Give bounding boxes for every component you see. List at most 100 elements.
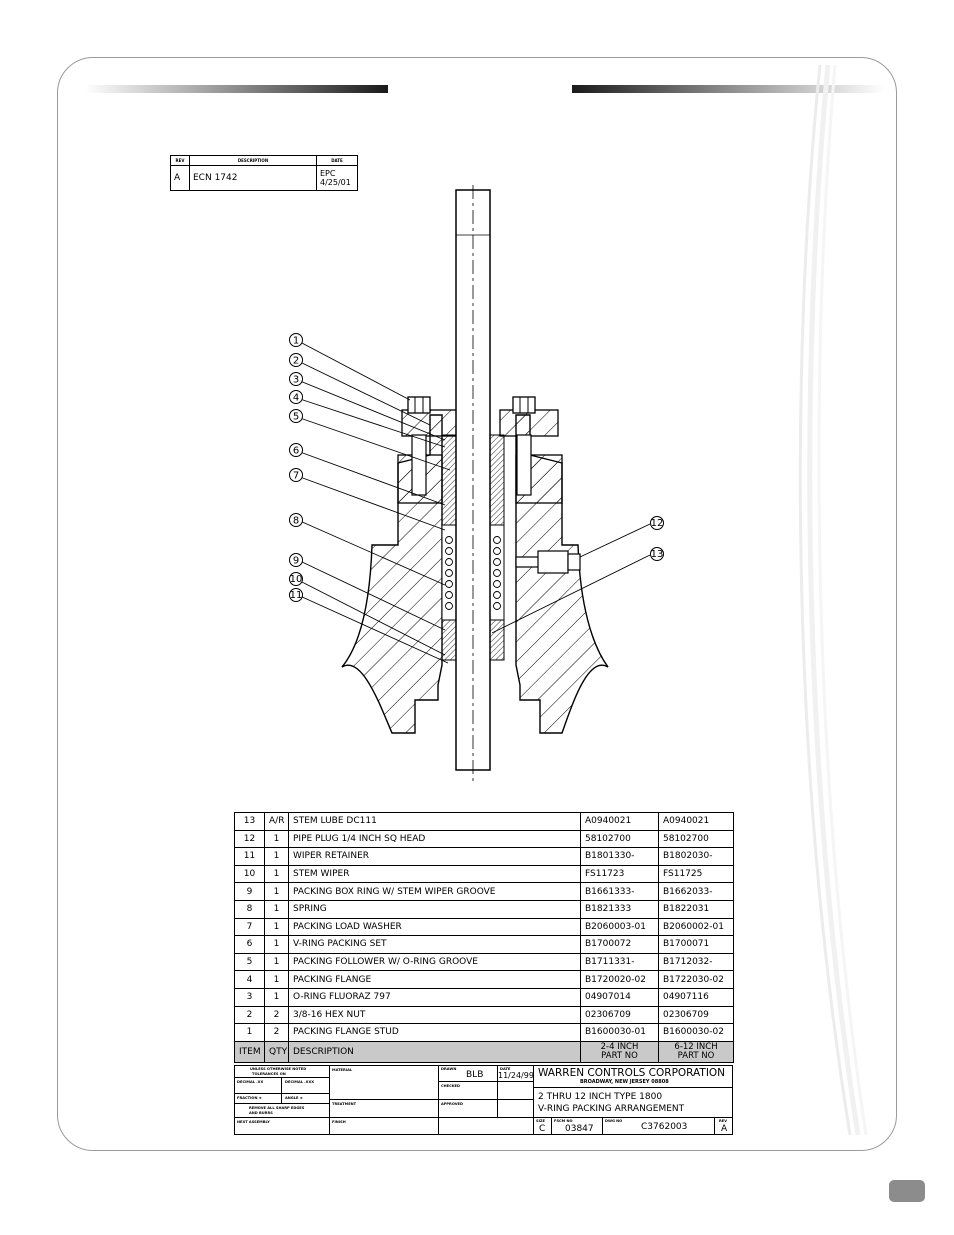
- row-item: 6: [234, 935, 265, 954]
- balloon-13: 13: [651, 549, 664, 560]
- row-qty: 1: [264, 987, 289, 1007]
- drawing-title-2: V-RING PACKING ARRANGEMENT: [538, 1104, 685, 1114]
- row-part-no-6-12: B1600030-02: [658, 1023, 734, 1042]
- dwg-label: DWG NO: [605, 1119, 623, 1123]
- row-qty: 1: [264, 829, 289, 849]
- row-item: 10: [234, 864, 265, 884]
- row-part-no-2-4: 02306709: [580, 1005, 659, 1025]
- row-description: STEM LUBE DC111: [288, 812, 581, 831]
- row-description: WIPER RETAINER: [288, 847, 581, 866]
- title-block: UNLESS OTHERWISE NOTED TOLERANCES ON DEC…: [234, 1065, 733, 1135]
- row-description: V-RING PACKING SET: [288, 935, 581, 954]
- drawing-title-1: 2 THRU 12 INCH TYPE 1800: [538, 1092, 663, 1102]
- row-part-no-2-4: B2060003-01: [580, 917, 659, 937]
- row-part-no-6-12: 58102700: [658, 829, 734, 849]
- balloon-9: 9: [293, 556, 299, 567]
- drawn-date: 11/24/99: [498, 1071, 534, 1080]
- dwg-number: C3762003: [641, 1122, 688, 1132]
- rev-description: ECN 1742: [189, 165, 317, 191]
- balloon-11: 11: [290, 590, 303, 601]
- row-description: SPRING: [288, 899, 581, 919]
- row-item: 5: [234, 952, 265, 972]
- row-part-no-6-12: B1712032-: [658, 952, 734, 972]
- company-name: WARREN CONTROLS CORPORATION: [538, 1067, 726, 1079]
- tol-header-2: TOLERANCES ON: [252, 1072, 286, 1076]
- decimal-xx: DECIMAL .XX: [237, 1080, 264, 1084]
- row-qty: 1: [264, 935, 289, 954]
- row-part-no-6-12: B1822031: [658, 899, 734, 919]
- fscm-value: 03847: [565, 1124, 594, 1134]
- size-value: C: [539, 1124, 546, 1134]
- row-part-no-2-4: B1700072: [580, 935, 659, 954]
- balloon-4: 4: [293, 393, 299, 404]
- row-part-no-2-4: B1661333-: [580, 882, 659, 901]
- balloon-3: 3: [293, 375, 299, 386]
- row-item: 9: [234, 882, 265, 901]
- row-part-no-2-4: A0940021: [580, 812, 659, 831]
- balloon-1: 1: [293, 336, 299, 347]
- finish-label: FINISH: [332, 1120, 346, 1124]
- row-description: STEM WIPER: [288, 864, 581, 884]
- drawn-label: DRAWN: [441, 1067, 457, 1071]
- row-part-no-2-4: B1821333: [580, 899, 659, 919]
- header-qty: QTY: [264, 1040, 289, 1063]
- remove-edges-2: AND BURRS: [249, 1111, 273, 1115]
- balloon-10: 10: [290, 574, 303, 585]
- row-qty: 1: [264, 970, 289, 989]
- row-qty: 1: [264, 864, 289, 884]
- decorative-swoosh: [798, 64, 868, 1136]
- description-header: DESCRIPTION: [189, 155, 317, 166]
- header-pn2-line2: PART NO: [677, 1050, 715, 1061]
- header-description: DESCRIPTION: [288, 1040, 581, 1063]
- balloon-7: 7: [293, 471, 299, 482]
- balloon-group: 1 2 3 4 5 6 7 8 9 10 11 12 13: [289, 333, 664, 602]
- row-qty: 1: [264, 917, 289, 937]
- balloon-6: 6: [293, 446, 299, 457]
- header-pn1-line2: PART NO: [601, 1050, 638, 1061]
- row-item: 1: [234, 1023, 265, 1042]
- balloon-8: 8: [293, 516, 299, 527]
- rev-value: A: [170, 165, 190, 191]
- row-part-no-6-12: B1722030-02: [658, 970, 734, 989]
- rev-label: REV: [719, 1119, 728, 1123]
- decimal-xxx: DECIMAL .XXX: [285, 1080, 314, 1084]
- material-label: MATERIAL: [332, 1068, 353, 1072]
- row-part-no-2-4: B1600030-01: [580, 1023, 659, 1042]
- row-qty: 1: [264, 899, 289, 919]
- row-description: PACKING FLANGE STUD: [288, 1023, 581, 1042]
- row-description: PACKING LOAD WASHER: [288, 917, 581, 937]
- balloon-12: 12: [651, 518, 664, 529]
- date-header: DATE: [316, 155, 358, 166]
- drawn-by: BLB: [466, 1070, 484, 1080]
- page-number-tab: [889, 1180, 925, 1202]
- size-label: SIZE: [536, 1119, 545, 1123]
- rev-date-line1: EPC: [320, 169, 336, 178]
- row-description: 3/8-16 HEX NUT: [288, 1005, 581, 1025]
- rev-value-tb: A: [721, 1124, 728, 1134]
- header-pn1-line1: 2-4 INCH: [600, 1041, 639, 1052]
- header-item: ITEM: [234, 1040, 265, 1063]
- row-part-no-6-12: 02306709: [658, 1005, 734, 1025]
- angle: ANGLE ±: [285, 1096, 303, 1100]
- approved-label: APPROVED: [441, 1102, 463, 1106]
- date-label: DATE: [500, 1067, 511, 1071]
- row-part-no-6-12: B1662033-: [658, 882, 734, 901]
- next-assembly: NEXT ASSEMBLY: [237, 1120, 270, 1124]
- row-item: 13: [234, 812, 265, 831]
- row-qty: 1: [264, 952, 289, 972]
